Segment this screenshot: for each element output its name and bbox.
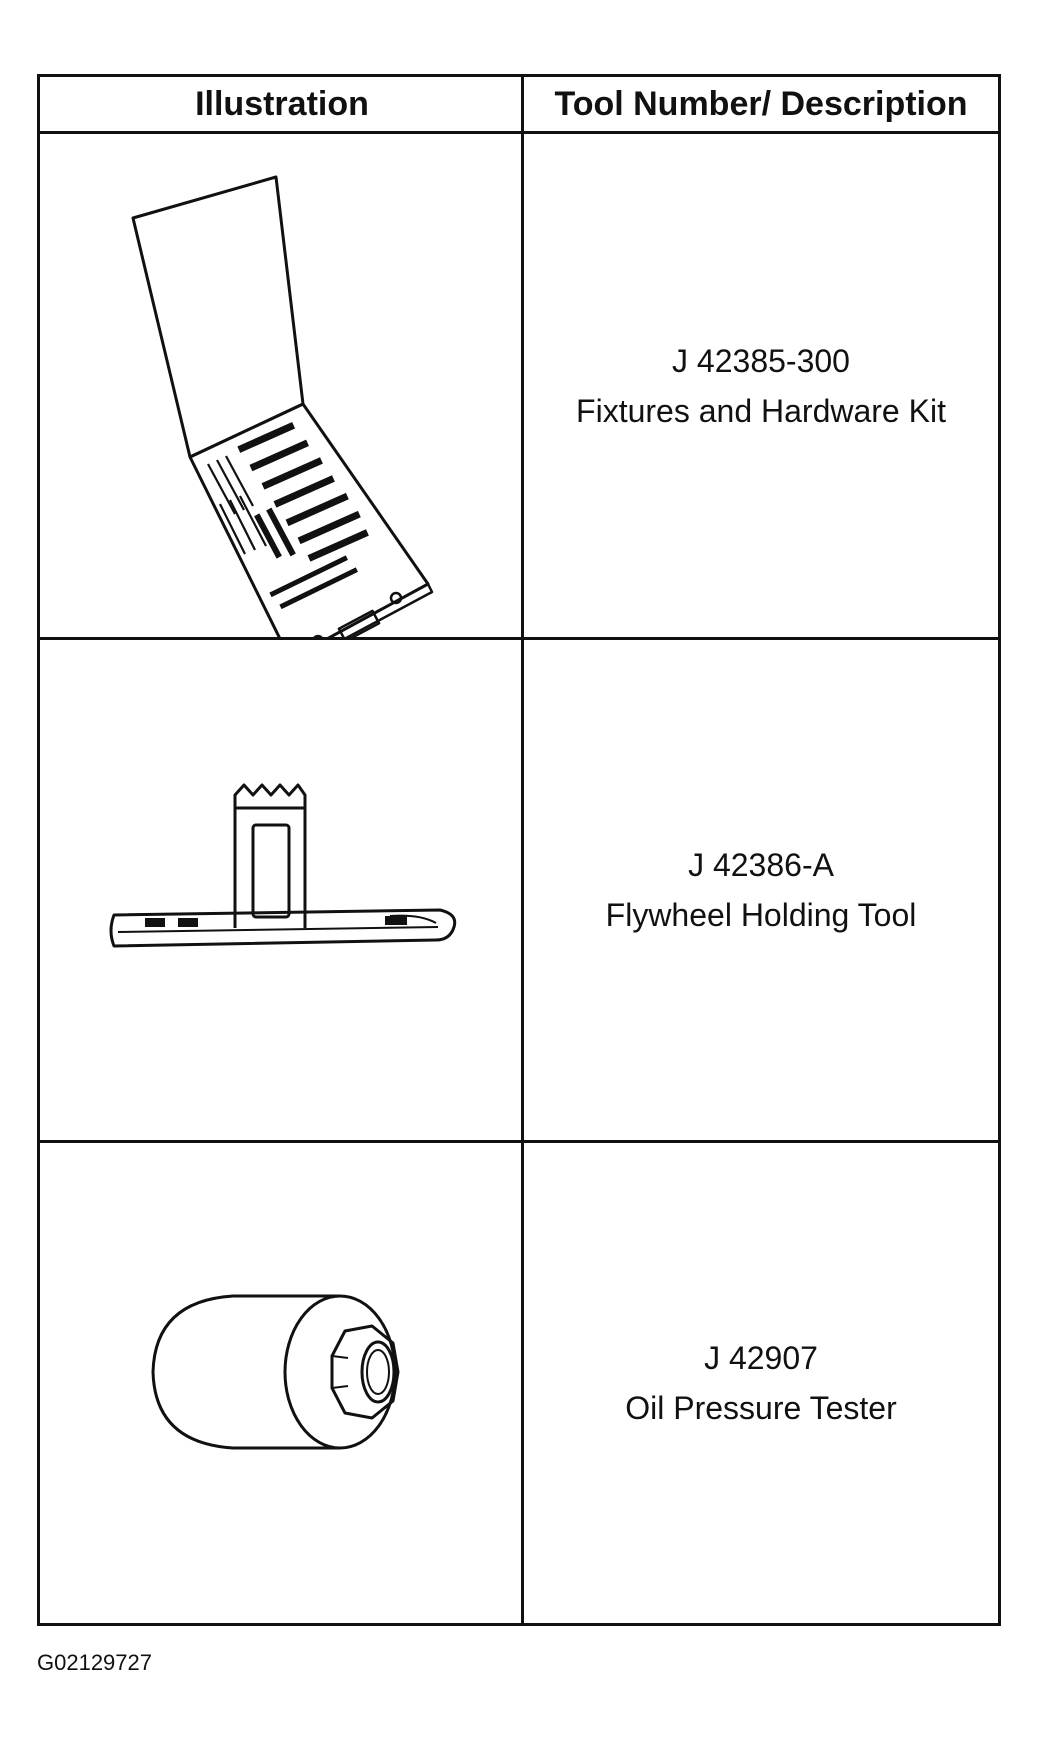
table-row: J 42386-A Flywheel Holding Tool (40, 640, 998, 1140)
illustration-cell (40, 1143, 521, 1623)
hardware-kit-case-icon (131, 175, 434, 637)
illustration-cell (40, 640, 521, 1140)
header-illustration: Illustration (195, 84, 369, 123)
table-row: J 42907 Oil Pressure Tester (40, 1143, 998, 1623)
figure-id: G02129727 (37, 1650, 152, 1675)
tool-description: Flywheel Holding Tool (605, 897, 917, 933)
tool-description-cell: J 42907 Oil Pressure Tester (524, 1143, 998, 1623)
tool-description-cell: J 42385-300 Fixtures and Hardware Kit (524, 134, 998, 637)
tool-description: Oil Pressure Tester (625, 1390, 897, 1426)
tool-number: J 42386-A (688, 847, 834, 883)
illustration-cell (40, 134, 521, 637)
header-tool-description: Tool Number/ Description (554, 84, 968, 123)
tool-description-cell: J 42386-A Flywheel Holding Tool (524, 640, 998, 1140)
flywheel-holding-tool-icon (109, 783, 457, 948)
tool-number: J 42907 (704, 1340, 818, 1376)
row-divider (40, 637, 998, 640)
tool-number: J 42385-300 (672, 342, 850, 379)
column-divider (521, 77, 524, 1623)
table-row: J 42385-300 Fixtures and Hardware Kit (40, 134, 998, 637)
row-divider (40, 1140, 998, 1143)
tool-description: Fixtures and Hardware Kit (576, 392, 946, 429)
header-divider (40, 131, 998, 134)
oil-pressure-tester-icon (151, 1294, 400, 1450)
tool-table: Illustration Tool Number/ Description (37, 74, 1001, 1626)
